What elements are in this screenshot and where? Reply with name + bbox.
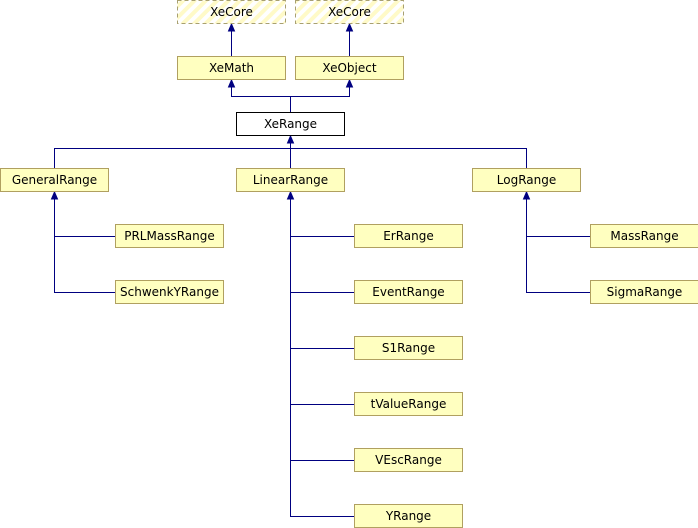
node-box-generalrange: [0, 168, 109, 192]
arrowhead-to-logrange: [522, 190, 531, 200]
node-label-xemath: XeMath: [209, 61, 254, 75]
node-box-xecore1: [177, 0, 286, 24]
class-node-sigmarange[interactable]: SigmaRange: [590, 280, 698, 304]
node-box-logrange: [472, 168, 581, 192]
edge-massrange-to-logrange: [526, 198, 590, 237]
edge-s1range-to-linearrange: [290, 198, 354, 349]
class-node-s1range[interactable]: S1Range: [354, 336, 463, 360]
node-box-tvaluerange: [354, 392, 463, 416]
node-label-xeobject: XeObject: [322, 61, 376, 75]
node-label-generalrange: GeneralRange: [12, 173, 97, 187]
edges-layer: [50, 22, 590, 517]
class-node-logrange[interactable]: LogRange: [472, 168, 581, 192]
node-label-prlmassrange: PRLMassRange: [124, 229, 215, 243]
class-node-vescrange[interactable]: VEscRange: [354, 448, 463, 472]
edge-eventrange-to-linearrange: [290, 198, 354, 293]
edge-prlmassrange-to-generalrange: [54, 198, 115, 237]
node-box-xeobject: [295, 56, 404, 80]
class-node-linearrange[interactable]: LinearRange: [236, 168, 345, 192]
node-box-s1range: [354, 336, 463, 360]
arrowhead-to-linearrange: [286, 190, 295, 200]
arrowhead-to-xeobject: [345, 78, 354, 88]
class-node-xeobject[interactable]: XeObject: [295, 56, 404, 80]
node-label-linearrange: LinearRange: [253, 173, 328, 187]
node-box-errange: [354, 224, 463, 248]
class-node-generalrange[interactable]: GeneralRange: [0, 168, 109, 192]
node-label-vescrange: VEscRange: [375, 453, 442, 467]
node-label-xecore2: XeCore: [328, 5, 371, 19]
edge-schwenkyrange-to-generalrange: [54, 198, 115, 293]
arrowhead-to-xecore1: [227, 22, 236, 32]
class-node-schwenkyrange[interactable]: SchwenkYRange: [115, 280, 224, 304]
node-box-massrange: [590, 224, 698, 248]
node-label-massrange: MassRange: [610, 229, 678, 243]
class-node-errange[interactable]: ErRange: [354, 224, 463, 248]
node-label-xerange: XeRange: [264, 117, 317, 131]
node-label-yrange: YRange: [385, 509, 431, 523]
node-label-logrange: LogRange: [497, 173, 556, 187]
edge-yrange-to-linearrange: [290, 198, 354, 517]
node-label-eventrange: EventRange: [372, 285, 444, 299]
node-label-errange: ErRange: [383, 229, 434, 243]
node-box-eventrange: [354, 280, 463, 304]
node-box-xemath: [177, 56, 286, 80]
node-label-xecore1: XeCore: [210, 5, 253, 19]
class-node-yrange[interactable]: YRange: [354, 504, 463, 528]
class-node-prlmassrange[interactable]: PRLMassRange: [115, 224, 224, 248]
edge-vescrange-to-linearrange: [290, 198, 354, 461]
class-node-massrange[interactable]: MassRange: [590, 224, 698, 248]
node-box-sigmarange: [590, 280, 698, 304]
edge-tvaluerange-to-linearrange: [290, 198, 354, 405]
node-box-xerange: [236, 112, 345, 136]
class-node-xemath[interactable]: XeMath: [177, 56, 286, 80]
class-node-xecore1[interactable]: XeCore: [177, 0, 286, 24]
edge-xerange-to-xeobject: [290, 86, 350, 112]
node-box-schwenkyrange: [115, 280, 224, 304]
edge-logrange-to-xerange: [290, 142, 527, 168]
arrowhead-to-generalrange: [50, 190, 59, 200]
edge-errange-to-linearrange: [290, 198, 354, 237]
class-node-eventrange[interactable]: EventRange: [354, 280, 463, 304]
class-node-xerange[interactable]: XeRange: [236, 112, 345, 136]
node-box-prlmassrange: [115, 224, 224, 248]
arrowhead-to-xemath: [227, 78, 236, 88]
arrowhead-to-xecore2: [345, 22, 354, 32]
edge-generalrange-to-xerange: [54, 142, 291, 168]
node-label-schwenkyrange: SchwenkYRange: [120, 285, 219, 299]
node-label-tvaluerange: tValueRange: [371, 397, 447, 411]
class-node-tvaluerange[interactable]: tValueRange: [354, 392, 463, 416]
class-node-xecore2[interactable]: XeCore: [295, 0, 404, 24]
node-label-sigmarange: SigmaRange: [607, 285, 683, 299]
node-box-linearrange: [236, 168, 345, 192]
arrowhead-to-xerange: [286, 134, 295, 144]
node-box-vescrange: [354, 448, 463, 472]
node-box-xecore2: [295, 0, 404, 24]
node-label-s1range: S1Range: [382, 341, 435, 355]
edge-xerange-to-xemath: [231, 86, 291, 112]
edge-sigmarange-to-logrange: [526, 198, 590, 293]
